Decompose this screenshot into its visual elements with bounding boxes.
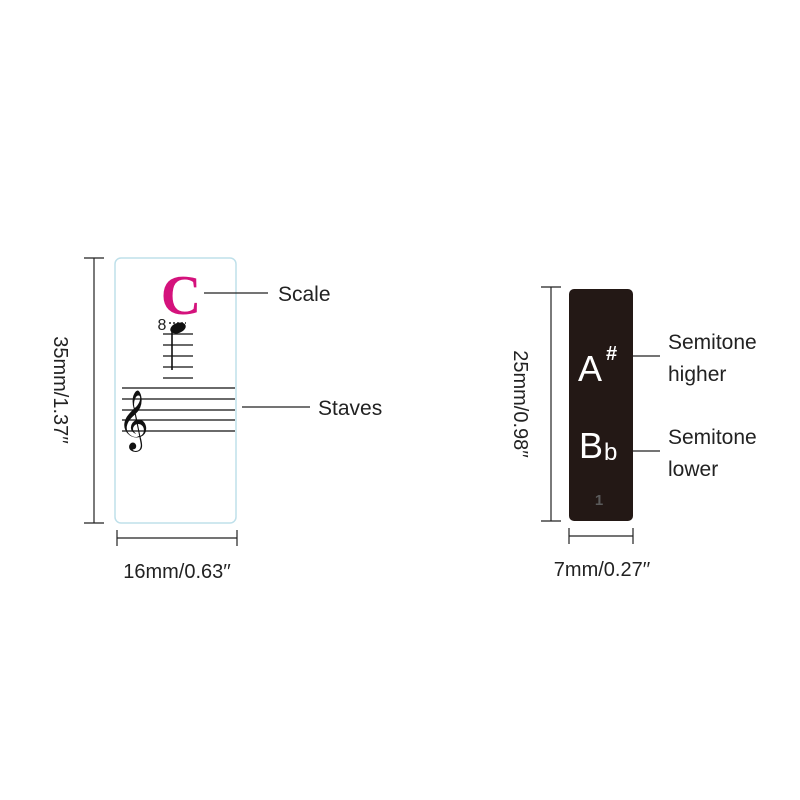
sharp-note-letter: A [578, 348, 602, 389]
treble-clef-icon: 𝄞 [118, 390, 149, 452]
octave-mark: 8 [158, 317, 167, 334]
ledger-lines [163, 333, 193, 379]
black-height-label: 25mm/0.98′′ [509, 350, 531, 458]
white-height-dimension [84, 257, 104, 524]
staves-callout-label: Staves [318, 397, 382, 420]
scale-callout-label: Scale [278, 283, 331, 306]
flat-sign: b [604, 439, 617, 466]
note-letter: C [161, 265, 201, 327]
white-sticker [114, 257, 237, 524]
white-sticker-group: 35mm/1.37′′ 16mm/0.63′′ C 8 [49, 257, 382, 583]
key-number: 1 [595, 492, 603, 509]
staff-lines [122, 387, 235, 432]
semitone-lower-label-line2: lower [668, 458, 718, 481]
black-width-label: 7mm/0.27′′ [554, 559, 651, 581]
semitone-higher-label-line1: Semitone [668, 331, 757, 354]
white-height-label: 35mm/1.37′′ [49, 336, 71, 444]
note-head [170, 322, 186, 334]
semitone-higher-label-line2: higher [668, 363, 726, 386]
black-sticker-group: 25mm/0.98′′ 7mm/0.27′′ A # B b 1 Semiton… [509, 286, 757, 581]
sharp-sign: # [606, 343, 617, 365]
black-width-dimension [568, 528, 634, 544]
flat-note-letter: B [579, 425, 603, 466]
black-height-dimension [541, 286, 561, 522]
black-sticker [569, 289, 633, 521]
white-width-label: 16mm/0.63′′ [123, 561, 231, 583]
white-width-dimension [116, 530, 238, 546]
semitone-lower-label-line1: Semitone [668, 426, 757, 449]
